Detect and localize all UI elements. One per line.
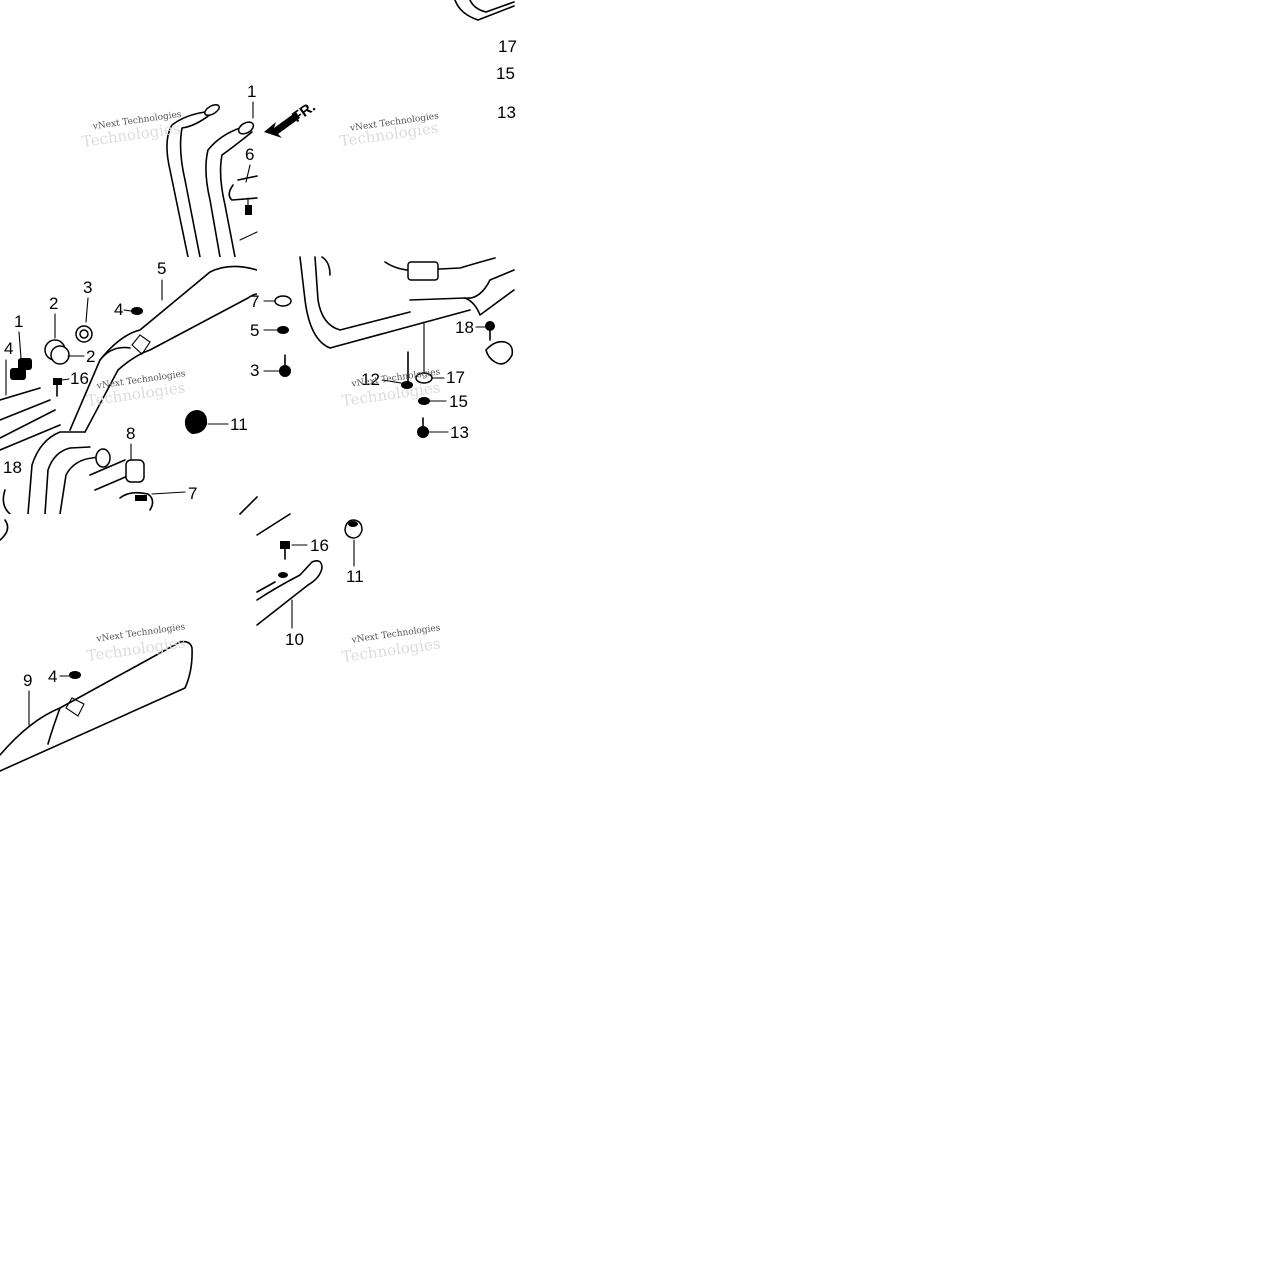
diagram-tile-middle-left: 5 3 2 4 1 4 2 16 8 11 7 18 Technologies … (0, 257, 258, 515)
callout-6: 6 (245, 145, 254, 164)
callout-7: 7 (188, 484, 197, 503)
callout-18: 18 (455, 318, 474, 337)
callout-10: 10 (285, 630, 304, 649)
callout-4: 4 (114, 300, 123, 319)
callout-15: 15 (449, 392, 468, 411)
callout-2: 2 (49, 294, 58, 313)
diagram-tile-middle-middle: 7 5 3 18 12 17 15 13 Technologies vNext … (250, 256, 515, 514)
callout-5: 5 (157, 259, 166, 278)
callout-4: 4 (48, 667, 57, 686)
callout-5: 5 (250, 321, 259, 340)
diagram-tile-bottom-middle: 16 11 10 Technologies vNext Technologies (256, 513, 514, 771)
callout-13: 13 (497, 103, 516, 122)
callout-18: 18 (3, 458, 22, 477)
callout-3: 3 (83, 278, 92, 297)
callout-7: 7 (250, 292, 259, 311)
callout-9: 9 (23, 671, 32, 690)
callout-13: 13 (450, 423, 469, 442)
callout-16: 16 (70, 369, 89, 388)
callout-16: 16 (310, 536, 329, 555)
callout-8: 8 (126, 424, 135, 443)
callout-17: 17 (498, 37, 517, 56)
callout-3: 3 (250, 361, 259, 380)
diagram-tile-top-middle: FR. 1 6 Technologies vNext Technologies (0, 0, 319, 258)
callout-17: 17 (446, 368, 465, 387)
diagram-tile-bottom-left: 9 4 Technologies vNext Technologies (0, 496, 258, 772)
callout-1: 1 (14, 312, 23, 331)
callout-2: 2 (86, 347, 95, 366)
callout-15: 15 (496, 64, 515, 83)
callout-4: 4 (4, 339, 13, 358)
diagram-tile-top-right: 17 15 13 Technologies vNext Technologies (257, 0, 517, 257)
callout-12: 12 (361, 370, 380, 389)
callout-11: 11 (346, 567, 364, 586)
callout-11: 11 (230, 415, 248, 434)
callout-1: 1 (247, 82, 256, 101)
